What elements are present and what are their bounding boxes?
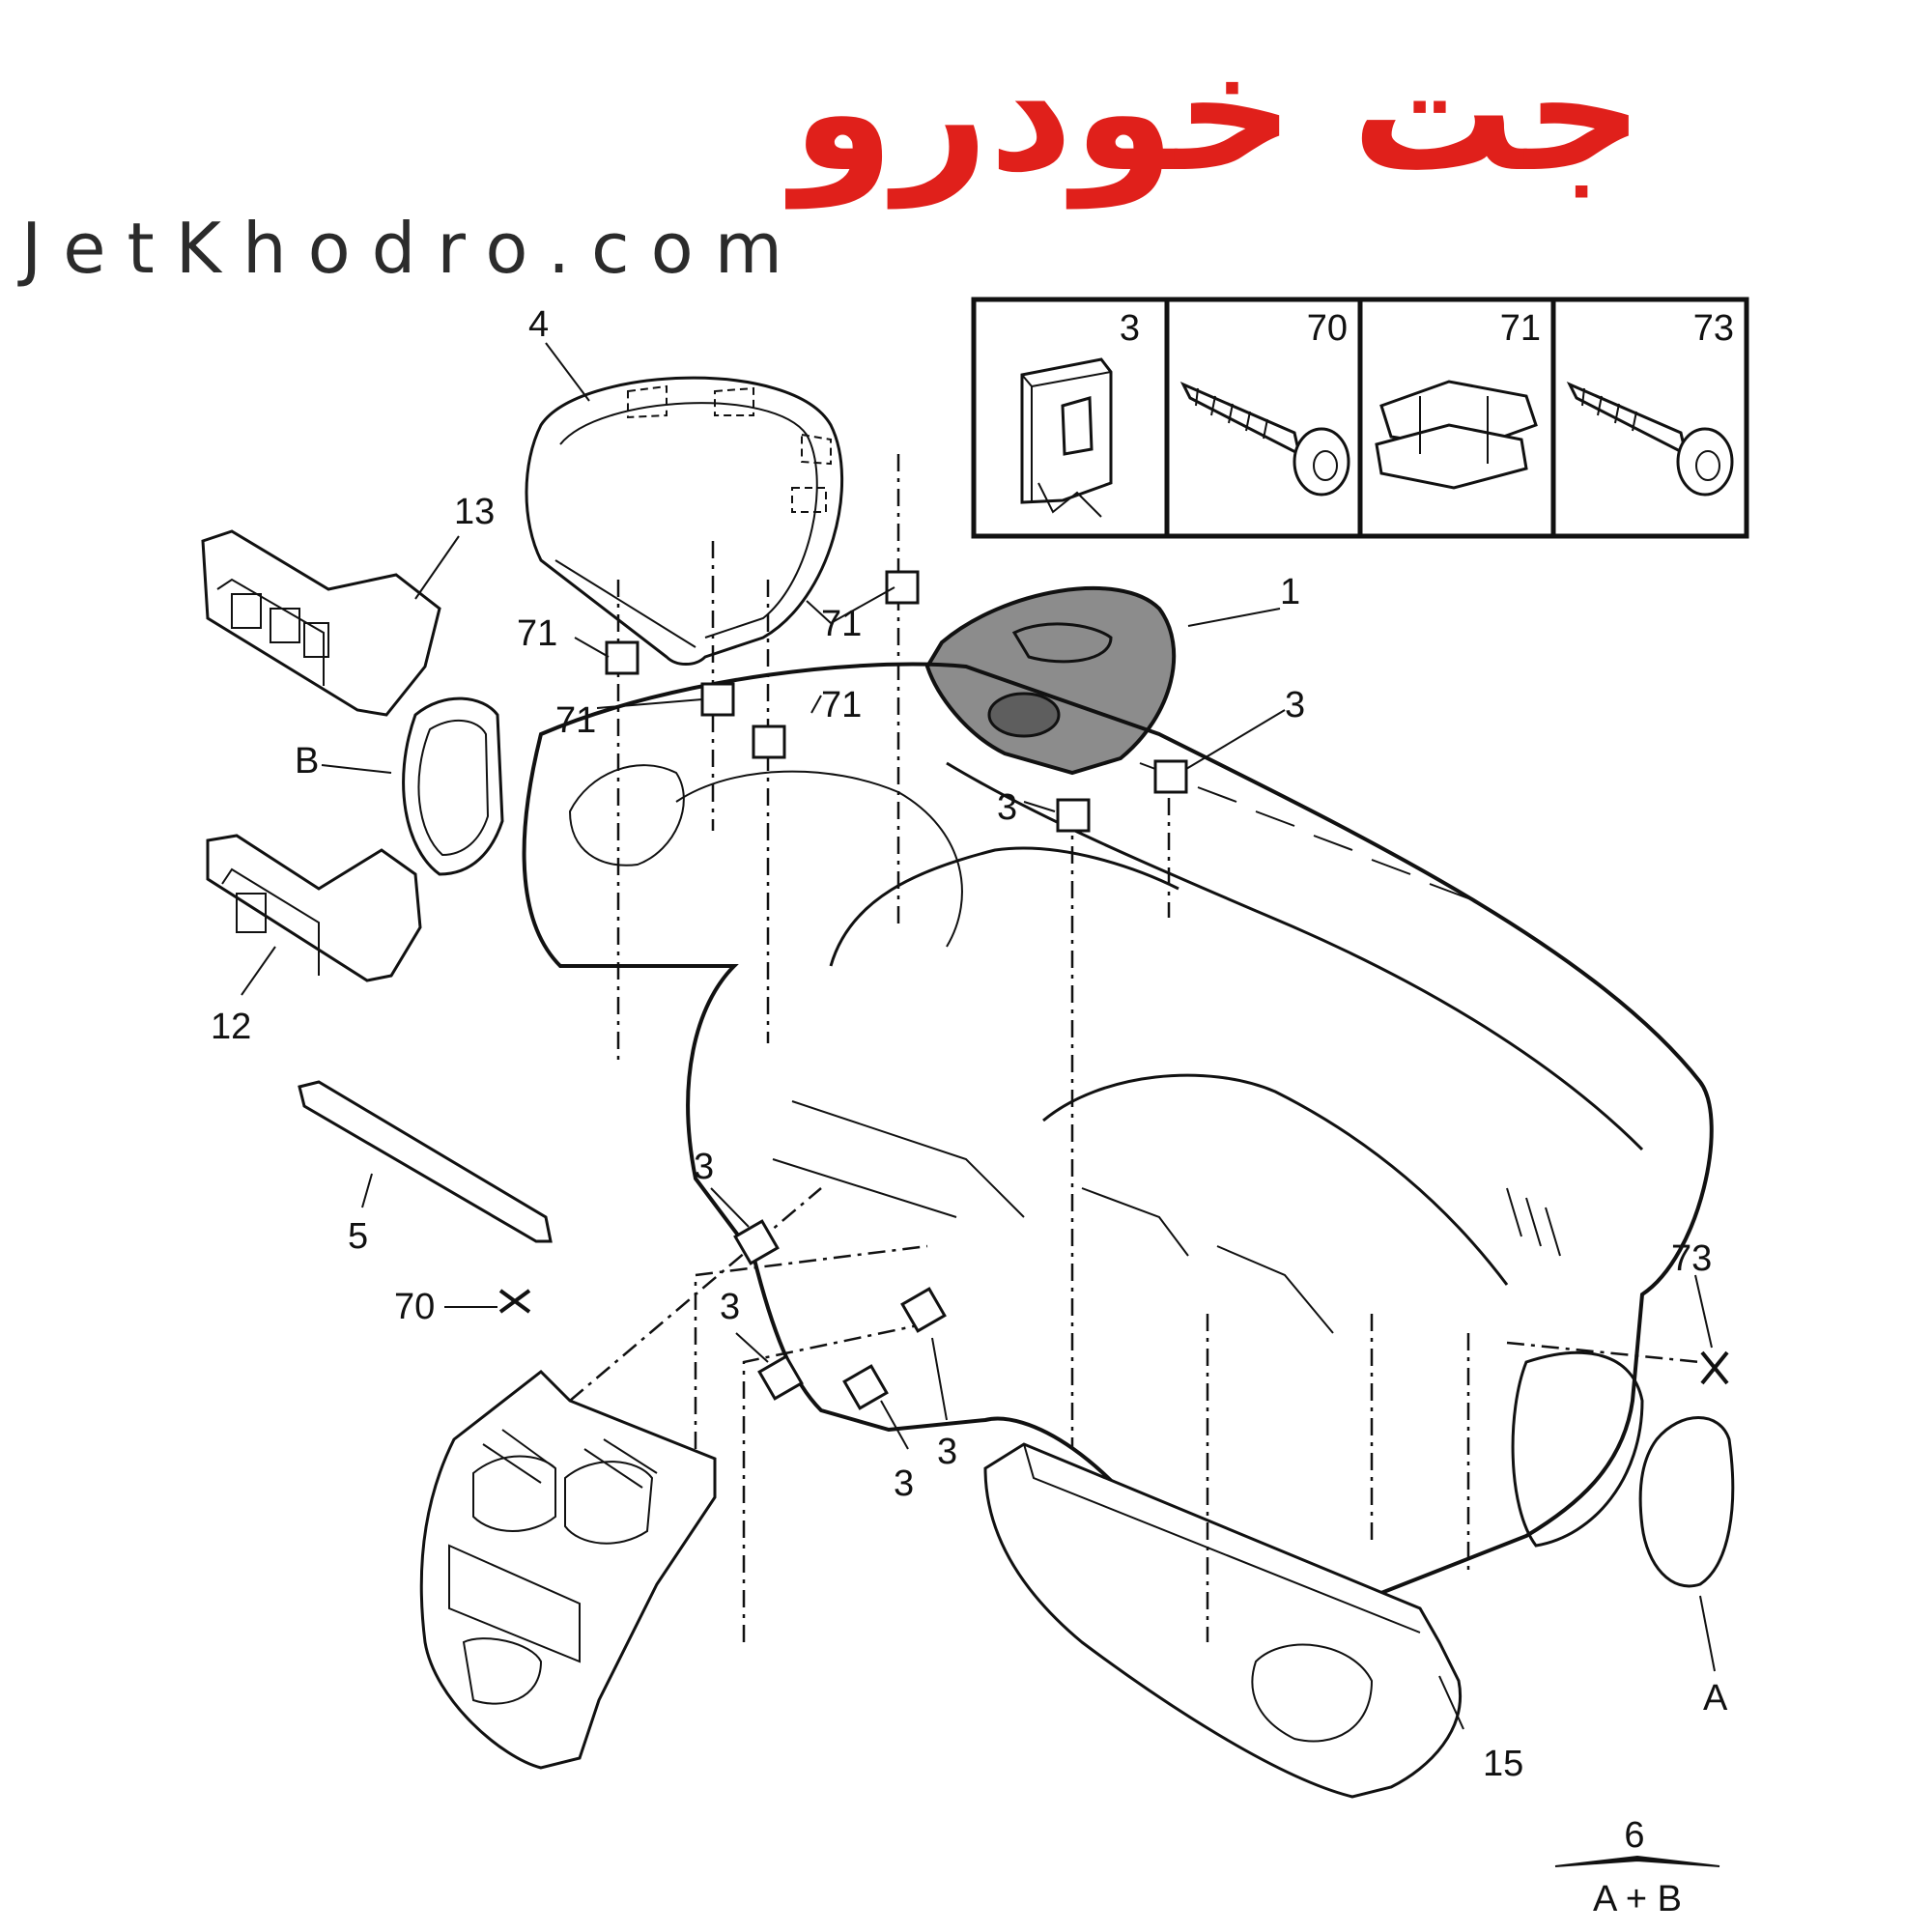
callout-part-12: 12 — [211, 1007, 251, 1047]
callout-clip-71: 71 — [821, 685, 862, 725]
side-cover-a — [1638, 1416, 1735, 1588]
callout-part-15: 15 — [1483, 1744, 1523, 1784]
legend-cell-label: 73 — [1693, 308, 1734, 349]
leader-lines — [241, 342, 1716, 1730]
trim-strip — [298, 1080, 553, 1243]
center-console-bezel — [419, 1370, 717, 1770]
footer-formula: A + B — [1593, 1879, 1682, 1919]
screw-shoulder-icon — [1566, 381, 1734, 497]
callout-part-70: 70 — [394, 1287, 435, 1327]
steering-column-shroud — [924, 585, 1177, 776]
callout-part-5: 5 — [348, 1216, 368, 1257]
fastener-markers — [605, 570, 1188, 1410]
callout-part-b: B — [295, 741, 319, 781]
callout-clip-3: 3 — [937, 1432, 957, 1472]
footer-number: 6 — [1624, 1815, 1644, 1856]
callout-clip-3: 3 — [997, 787, 1017, 828]
callout-clip-3: 3 — [694, 1147, 714, 1187]
legend-cell-label: 71 — [1500, 308, 1541, 349]
view-reference-footer: 6 A + B — [1554, 1815, 1720, 1919]
callout-part-a: A — [1703, 1678, 1728, 1719]
callout-part-73: 73 — [1671, 1238, 1712, 1279]
screw-markers — [498, 1289, 1729, 1385]
fastener-legend-table: 3 70 71 73 — [971, 297, 1749, 539]
logo-latin-text: JetKhodro.com — [17, 208, 804, 289]
instrument-cluster-hood — [525, 376, 843, 666]
callout-clip-71: 71 — [821, 604, 862, 644]
glovebox-lid — [983, 1442, 1462, 1799]
callout-labels: 4 1 13 B 12 5 70 73 A 15 71 71 71 71 3 3… — [211, 304, 1728, 1784]
callout-clip-71: 71 — [517, 613, 557, 654]
callout-clip-3: 3 — [894, 1463, 914, 1504]
storage-box-lower — [206, 834, 422, 982]
callout-part-13: 13 — [454, 492, 495, 532]
legend-cell-label: 70 — [1307, 308, 1348, 349]
callout-clip-3: 3 — [720, 1287, 740, 1327]
spring-clip-icon — [1375, 380, 1538, 490]
callout-clip-71: 71 — [555, 700, 596, 741]
screw-flange-icon — [1179, 381, 1350, 497]
storage-box-upper — [201, 529, 441, 717]
callout-clip-3: 3 — [1285, 685, 1305, 725]
bezel-frame-b — [402, 696, 504, 876]
callout-part-4: 4 — [528, 304, 549, 345]
logo-persian-text: جت خودرو — [785, 17, 1644, 210]
legend-cell-label: 3 — [1120, 308, 1140, 349]
clip-icon — [1020, 357, 1113, 518]
jetkhodro-logo: جت خودرو JetKhodro.com — [17, 17, 1644, 289]
callout-part-1: 1 — [1280, 572, 1300, 612]
